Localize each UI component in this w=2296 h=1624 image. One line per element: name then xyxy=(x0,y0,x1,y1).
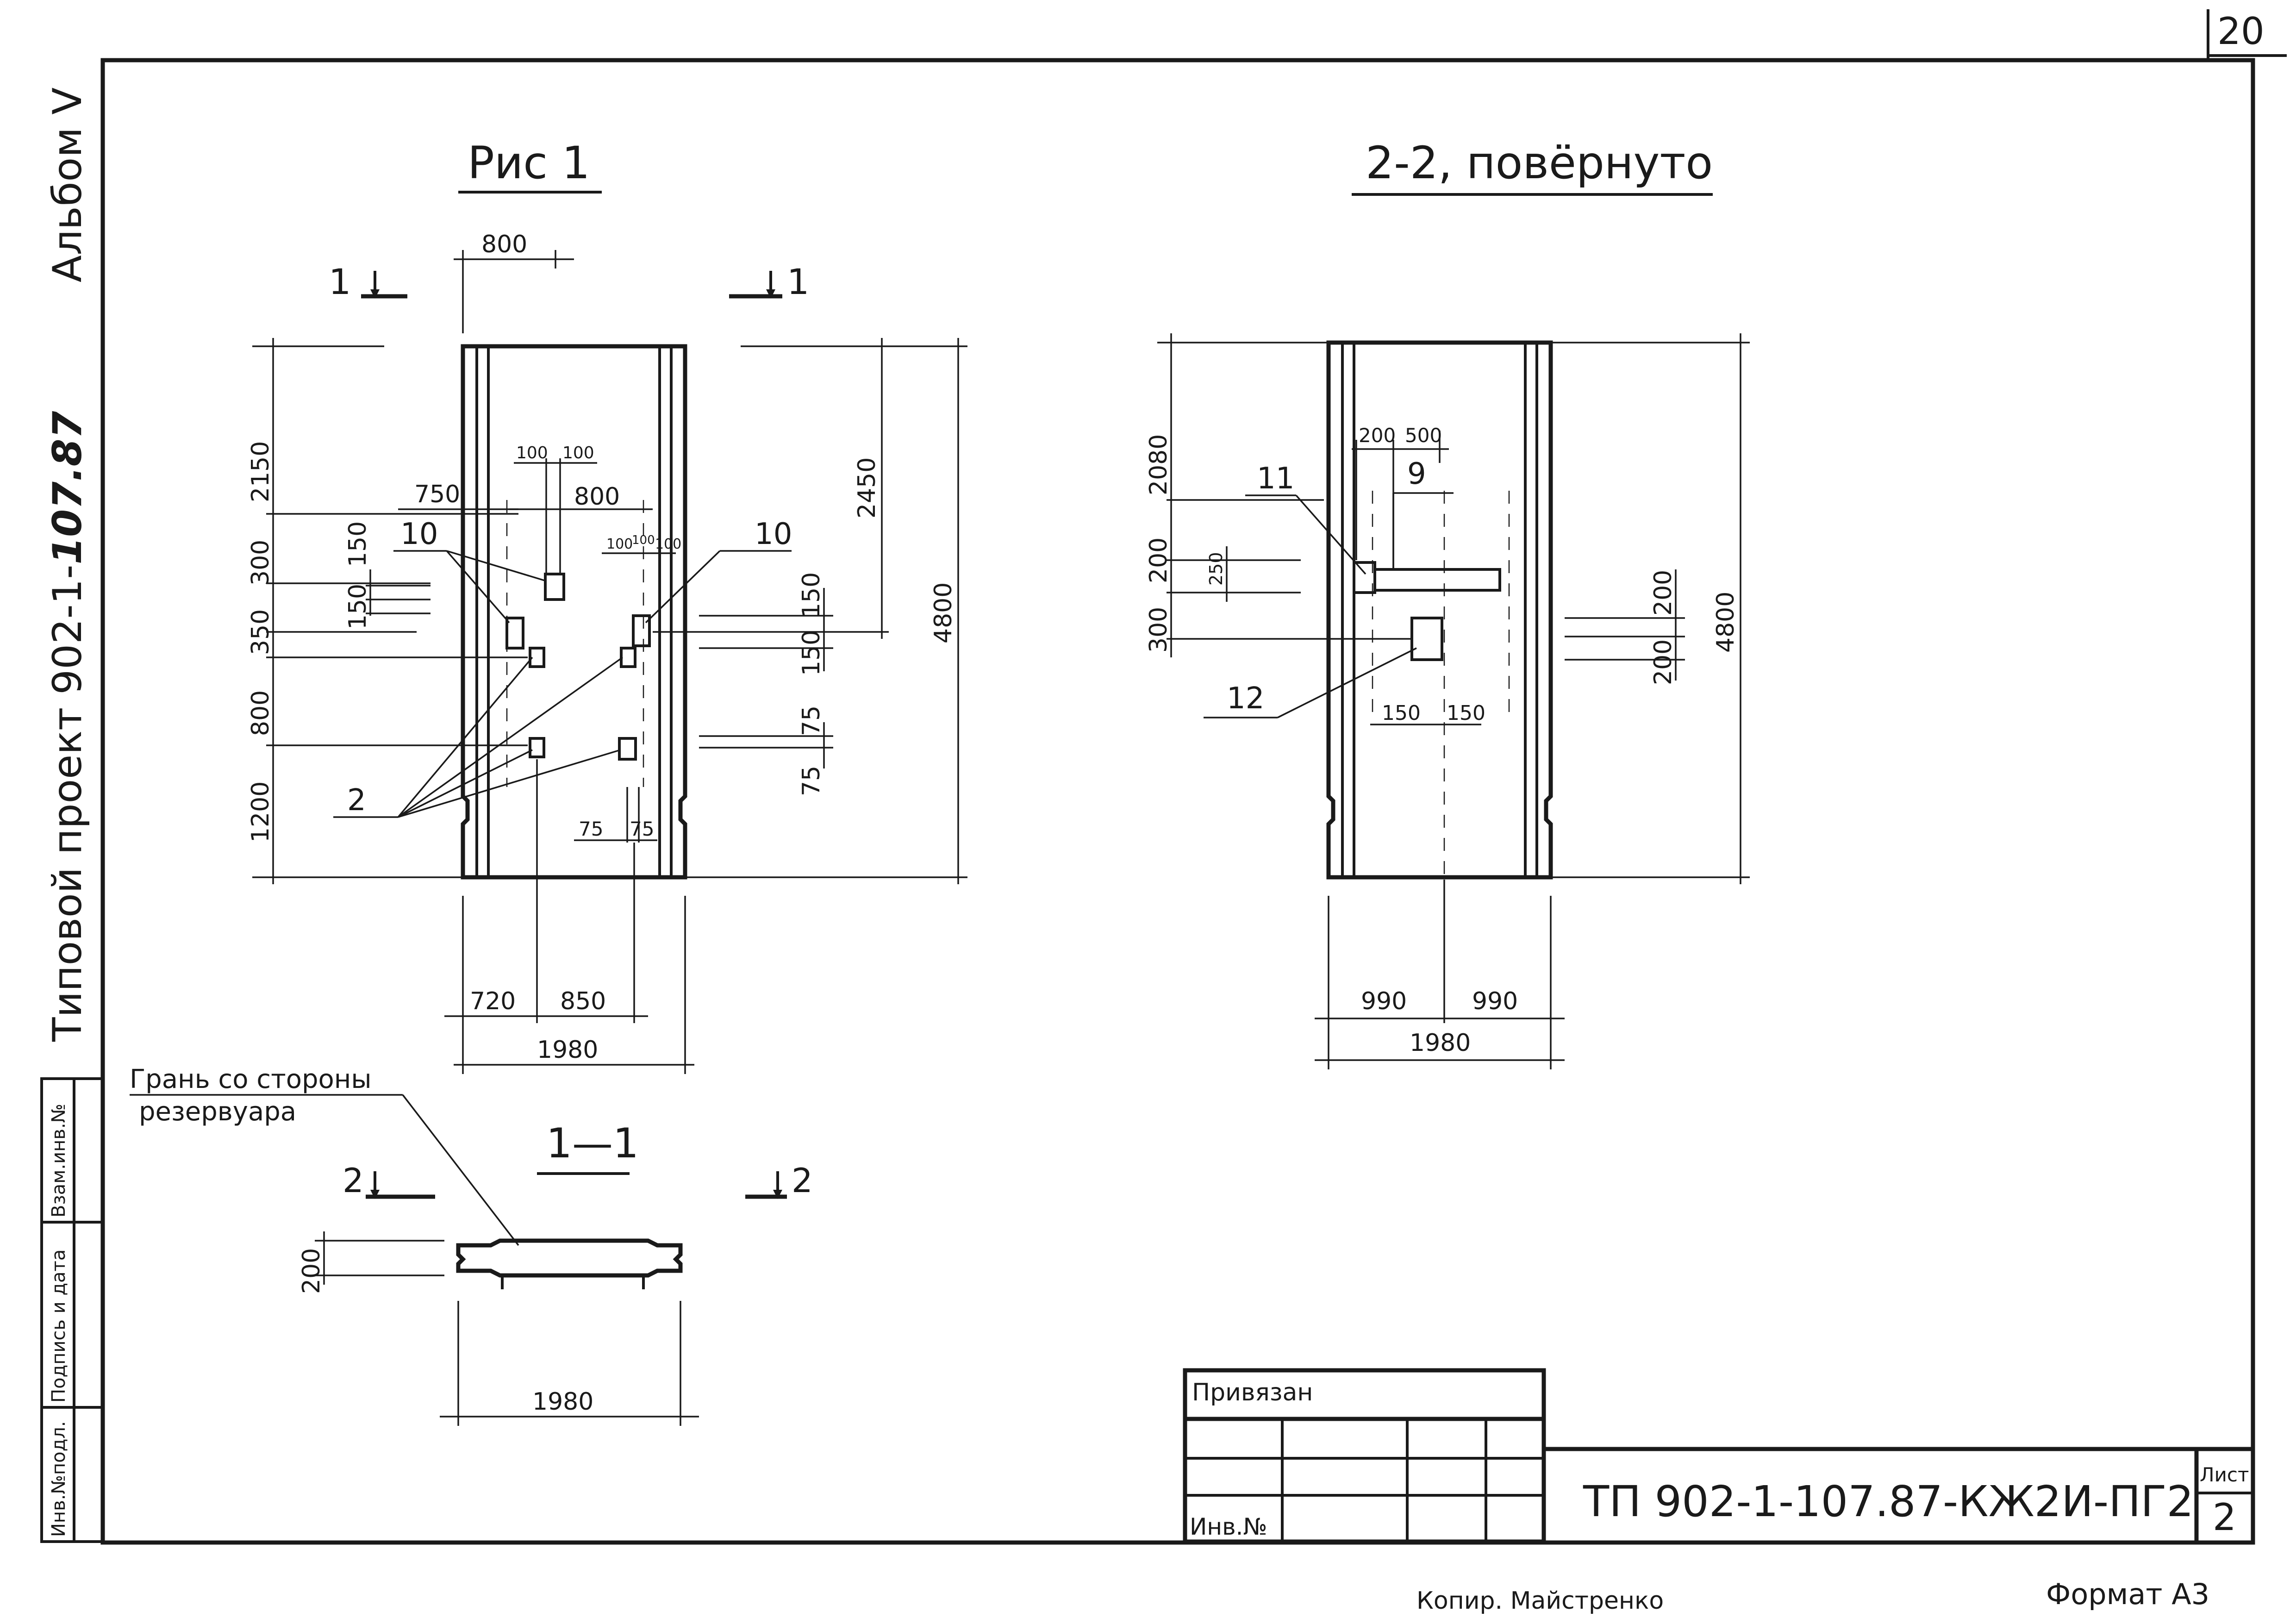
sheet-frame xyxy=(100,9,2287,1545)
fig1-dim-100a: 100 xyxy=(516,443,548,462)
sec11-note-line2: резервуара xyxy=(139,1097,296,1127)
fig1-dim-left-300: 300 xyxy=(247,540,275,586)
title-block-sheet-number: 2 xyxy=(2213,1496,2236,1539)
footer-copied: Копир. Майстренко xyxy=(1416,1587,1664,1615)
fig22-leader-9: 9 xyxy=(1407,457,1426,491)
fig22-leader-11: 11 xyxy=(1257,462,1294,496)
fig1-dim-top-800: 800 xyxy=(481,231,527,258)
page-number: 20 xyxy=(2217,10,2265,53)
fig22-dim-bottom-990b: 990 xyxy=(1472,987,1518,1015)
title-block-designation: ТП 902-1-107.87-КЖ2И-ПГ2 xyxy=(1583,1477,2194,1526)
sec11-dim-1980: 1980 xyxy=(532,1388,593,1416)
fig22-dim-top-200: 200 xyxy=(1359,424,1396,447)
fig1-dim-750: 750 xyxy=(414,481,460,508)
fig1-dim-left-2150: 2150 xyxy=(247,441,275,502)
fig1-drawing: Рис 1 1 1 800 xyxy=(247,137,967,1074)
fig1-leader-2: 2 xyxy=(347,783,366,818)
fig1-dim-right-75a: 75 xyxy=(798,706,825,736)
side-stamp: Инв.№подл. Подпись и дата Взам.инв.№ xyxy=(40,1077,104,1543)
fig22-dim-right-200a: 200 xyxy=(1649,570,1677,616)
fig1-leader-10-left: 10 xyxy=(400,517,438,551)
fig1-dim-right-4800: 4800 xyxy=(930,582,957,643)
fig22-dim-top-500: 500 xyxy=(1405,424,1442,447)
fig1-dim-left-150a: 150 xyxy=(344,521,372,567)
sec11-note-line1: Грань со стороны xyxy=(130,1064,372,1094)
fig22-dim-left-200: 200 xyxy=(1145,537,1173,583)
fig22-leader-12: 12 xyxy=(1227,681,1264,716)
fig22-dim-left-300: 300 xyxy=(1145,607,1173,653)
fig22-dim-inner-150b: 150 xyxy=(1447,701,1485,725)
fig22-title: 2-2, повёрнуто xyxy=(1366,137,1713,189)
sec11-section-mark-left: 2 xyxy=(343,1161,364,1200)
title-block-sheet-label: Лист xyxy=(2200,1463,2249,1486)
fig1-dim-right-75b: 75 xyxy=(798,766,825,796)
fig1-dim-inner-800: 800 xyxy=(574,483,620,511)
fig1-dim-bottom-75a: 75 xyxy=(579,818,603,840)
fig1-dim-right-150a: 150 xyxy=(798,572,825,618)
title-block: Привязан Инв.№ ТП 902-1-107.87-КЖ2И-ПГ2 … xyxy=(1183,1368,2253,1544)
project-label-group: Типовой проект 902-1-107.87 xyxy=(44,411,91,1042)
fig1-dim-bottom-720: 720 xyxy=(470,987,516,1015)
stamp-inv-podl: Инв.№подл. xyxy=(48,1421,69,1537)
project-label: Типовой проект 902-1-107.87 xyxy=(44,411,91,1042)
stamp-vzam-inv: Взам.инв.№ xyxy=(48,1104,69,1218)
fig22-dim-right-4800: 4800 xyxy=(1712,592,1740,653)
fig1-dim-100c: 100 xyxy=(606,536,633,552)
fig22-dim-left-2080: 2080 xyxy=(1145,434,1173,495)
fig1-dim-100d: 100 xyxy=(632,533,655,547)
fig1-section-mark-left: 1 xyxy=(329,261,351,302)
footer-format: Формат А3 xyxy=(2046,1577,2209,1611)
fig22-dim-right-200b: 200 xyxy=(1649,639,1677,685)
fig22-drawing: 2-2, повёрнуто 200 500 11 9 12 xyxy=(1145,137,1750,1069)
fig22-dim-left-250: 250 xyxy=(1206,552,1226,586)
fig1-leader-10-right: 10 xyxy=(755,517,792,551)
fig1-dim-bottom-850: 850 xyxy=(560,987,606,1015)
fig1-dim-right-2450: 2450 xyxy=(853,457,881,518)
fig1-section-mark-right: 1 xyxy=(787,261,809,302)
stamp-signature-date: Подпись и дата xyxy=(48,1249,69,1403)
fig1-dim-left-1200: 1200 xyxy=(247,781,275,843)
title-block-inv-label: Инв.№ xyxy=(1190,1513,1267,1540)
title-block-bound-label: Привязан xyxy=(1192,1379,1313,1406)
fig1-dim-bottom-1980: 1980 xyxy=(537,1036,598,1064)
sec11-dim-200: 200 xyxy=(298,1248,325,1294)
sec11-drawing: Грань со стороны резервуара 1—1 2 2 200 … xyxy=(130,1064,813,1426)
fig1-dim-right-150b: 150 xyxy=(798,630,825,676)
fig1-dim-bottom-75b: 75 xyxy=(630,818,654,840)
fig1-dim-left-800: 800 xyxy=(247,690,275,736)
fig1-dim-left-150b: 150 xyxy=(344,584,372,630)
fig1-title: Рис 1 xyxy=(468,137,590,189)
fig22-dim-bottom-1980: 1980 xyxy=(1410,1029,1471,1057)
sec11-section-mark-right: 2 xyxy=(792,1161,813,1200)
album-label: Альбом V xyxy=(44,87,91,282)
fig1-dim-100e: 100 xyxy=(655,536,681,552)
fig22-dim-inner-150a: 150 xyxy=(1382,701,1421,725)
fig1-dim-left-350: 350 xyxy=(247,609,275,655)
fig1-dim-100b: 100 xyxy=(562,443,594,462)
project-number: 107.87 xyxy=(44,411,91,565)
sec11-title: 1—1 xyxy=(546,1119,639,1167)
fig22-dim-bottom-990a: 990 xyxy=(1361,987,1407,1015)
